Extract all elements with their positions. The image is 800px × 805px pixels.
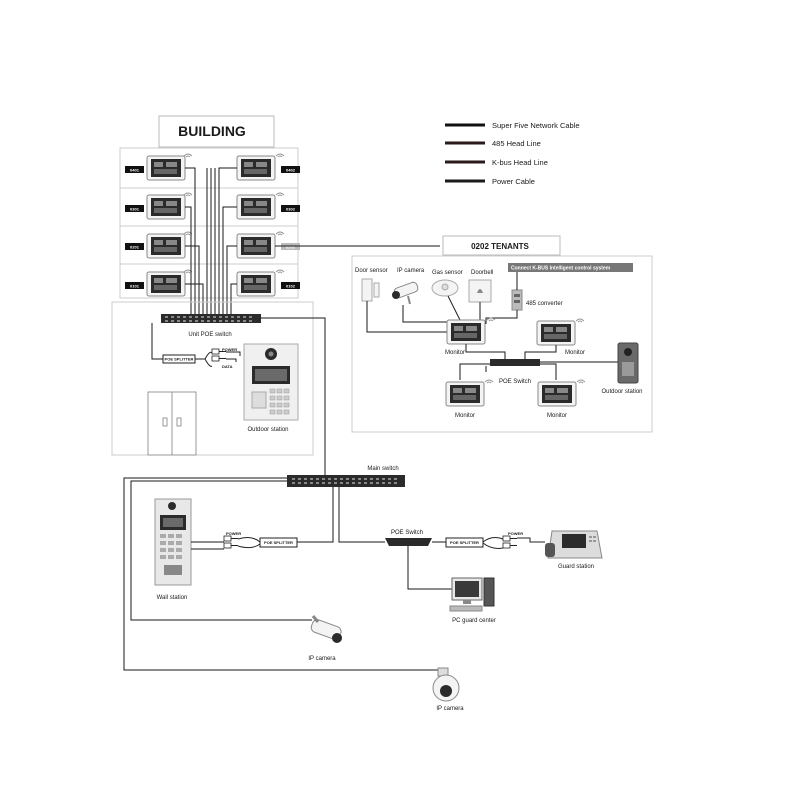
doorbell-label: Doorbell [471, 270, 493, 276]
ip-camera-bullet-icon [310, 615, 342, 643]
monitor-0402 [236, 155, 276, 181]
tenant-monitor-label-2: Monitor [565, 350, 585, 356]
wall-splitter-label: POE SPLITTER [264, 540, 293, 545]
guard-poe-switch-label: POE Switch [391, 530, 423, 536]
converter-icon [511, 289, 523, 311]
apt-tag-0101 [125, 282, 144, 289]
unit-power-label: POWER [222, 347, 237, 352]
apt-tag-0402 [281, 166, 300, 173]
guard-poe-splitter [445, 537, 484, 548]
monitor-0301 [146, 194, 186, 220]
monitor-0201 [146, 233, 186, 259]
apt-tag-0102 [281, 282, 300, 289]
tenants-title-box [442, 235, 561, 256]
entrance-frame [111, 301, 314, 456]
gas-sensor-label: Gas sensor [432, 270, 463, 276]
apt-label-0301: 0301 [130, 207, 140, 212]
apt-label-0202: 0202 [286, 245, 296, 250]
monitor-0101 [146, 271, 186, 297]
gas-sensor-icon [431, 279, 459, 297]
guard-splitter-label: POE SPLITTER [450, 540, 479, 545]
wall-power-label: POWER [226, 531, 241, 536]
apt-label-0101: 0101 [130, 284, 140, 289]
tenant-poe-switch [490, 359, 540, 366]
apt-label-0201: 0201 [130, 245, 140, 250]
guard-plugs [502, 535, 518, 549]
apt-tag-0401 [125, 166, 144, 173]
tenant-poe-switch-label: POE Switch [499, 379, 531, 385]
pc-guard-center-label: PC guard center [452, 618, 496, 624]
guard-station [545, 530, 603, 559]
legend: Super Five Network Cable 485 Head Line K… [445, 121, 580, 186]
ip-camera-2-label: IP camera [436, 706, 464, 712]
main-switch [287, 475, 405, 487]
apt-label-0402: 0402 [286, 168, 296, 173]
unit-data-label: DATA [222, 364, 233, 369]
legend-485-line: 485 Head Line [492, 139, 541, 148]
apt-label-0102: 0102 [286, 284, 296, 289]
kbus-banner-text: Connect K-BUS Intelligent control system [511, 266, 611, 272]
unit-outdoor-station-label: Outdoor station [247, 427, 288, 433]
ip-camera-dome-icon [432, 667, 460, 702]
floor-cables [185, 167, 440, 316]
guard-station-label: Guard station [558, 564, 594, 570]
monitor-0202 [236, 233, 276, 259]
tenant-monitor-label-3: Monitor [455, 413, 475, 419]
tenant-outdoor-station-label: Outdoor station [601, 389, 642, 395]
monitor-0401 [146, 155, 186, 181]
doorbell-icon [468, 279, 492, 303]
ip-camera-1-label: IP camera [308, 656, 336, 662]
tenant-monitor-4 [537, 381, 577, 407]
building-title-box [158, 115, 275, 148]
tenants-title: 0202 TENANTS [471, 242, 529, 251]
tenants-frame [351, 255, 653, 433]
legend-power-cable: Power Cable [492, 177, 535, 186]
main-network: Main switch Wall station [123, 466, 603, 712]
pc-guard-center [449, 577, 495, 612]
wall-station-label: Wall station [157, 595, 188, 601]
apt-tag-0302 [281, 205, 300, 212]
monitor-0302 [236, 194, 276, 220]
building-title: BUILDING [178, 123, 246, 139]
tenant-monitor-main [446, 319, 486, 345]
legend-kbus-line: K-bus Head Line [492, 158, 548, 167]
wall-station [154, 498, 192, 586]
unit-poe-switch-label: Unit POE switch [188, 332, 231, 338]
tenant-monitor-3 [445, 381, 485, 407]
wall-poe-splitter [259, 537, 298, 548]
monitor-0102 [236, 271, 276, 297]
tenants-panel: 0202 TENANTS Connect K-BUS Intelligent c… [351, 235, 653, 433]
unit-outdoor-station [243, 343, 299, 421]
unit-poe-switch [161, 314, 261, 323]
ip-camera-label: IP camera [397, 268, 425, 274]
apt-label-0401: 0401 [130, 168, 140, 173]
tenant-outdoor-station [617, 342, 639, 384]
kbus-banner [508, 263, 633, 272]
apt-tag-0301 [125, 205, 144, 212]
guard-power-label: POWER [508, 531, 523, 536]
tenant-monitor-label-1: Monitor [445, 350, 465, 356]
apt-label-0302: 0302 [286, 207, 296, 212]
building: BUILDING 0401 0402 0301 0302 0201 0202 [119, 115, 440, 316]
tenant-monitor-2 [536, 320, 576, 346]
apt-tag-0201 [125, 243, 144, 250]
tenant-monitor-label-4: Monitor [547, 413, 567, 419]
main-switch-label: Main switch [367, 466, 398, 472]
door-sensor-label: Door sensor [355, 268, 388, 274]
legend-network-cable: Super Five Network Cable [492, 121, 580, 130]
wall-plugs [223, 535, 239, 549]
unit-entrance: Unit POE switch POE SPLITTER POWER DATA [111, 301, 326, 475]
guard-poe-switch [385, 538, 432, 546]
unit-splitter-label: POE SPLITTER [165, 357, 194, 362]
converter-label: 485 converter [526, 301, 563, 307]
camera-icon [392, 281, 419, 305]
